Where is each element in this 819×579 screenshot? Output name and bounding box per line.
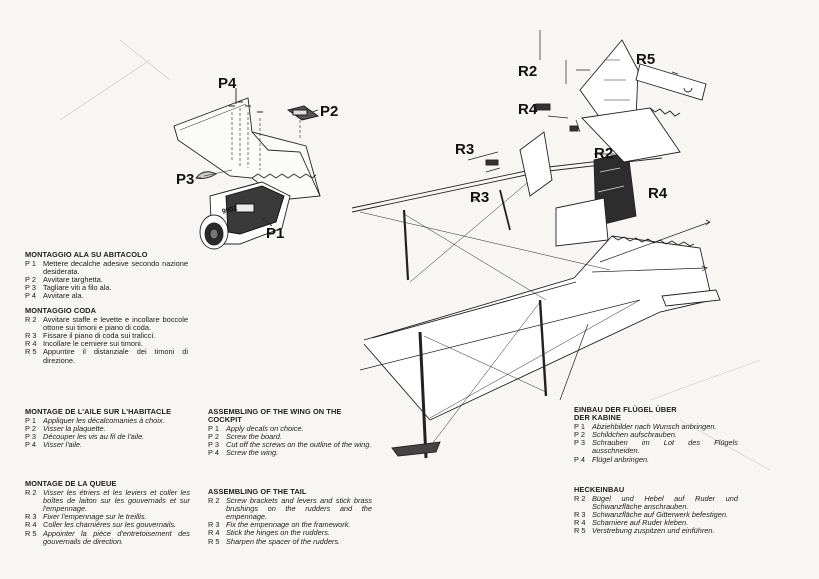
callout-p3: P3 (176, 171, 195, 188)
callout-p2: P2 (320, 103, 339, 120)
cockpit-wing-detail (173, 88, 321, 250)
callout-r2-mid: R2 (594, 145, 614, 162)
callout-r3-a: R3 (455, 141, 475, 158)
block-title: EINBAU DER FLÜGEL ÜBER DER KABINE (574, 405, 677, 423)
callout-r3-b: R3 (470, 189, 490, 206)
background-guide-lines (59, 39, 771, 471)
callout-r4-top: R4 (518, 101, 538, 118)
biplane-frame (351, 30, 721, 459)
block-en-wing: ASSEMBLING OF THE WING ON THE COCKPIT P … (208, 407, 372, 458)
block-title: HECKEINBAU (574, 485, 625, 494)
block-title: ASSEMBLING OF THE TAIL (208, 487, 307, 496)
callout-r5: R5 (636, 51, 656, 68)
block-title: MONTAGGIO CODA (25, 306, 97, 315)
block-title: ASSEMBLING OF THE WING ON THE COCKPIT (208, 407, 342, 425)
callout-r4-mid: R4 (648, 185, 668, 202)
callout-p4: P4 (218, 75, 237, 92)
callout-r2-top: R2 (518, 63, 538, 80)
block-title: MONTAGE DE LA QUEUE (25, 479, 117, 488)
callout-p1: P1 (266, 225, 285, 242)
block-title: MONTAGE DE L'AILE SUR L'HABITACLE (25, 407, 172, 416)
block-title: MONTAGGIO ALA SU ABITACOLO (25, 250, 148, 259)
